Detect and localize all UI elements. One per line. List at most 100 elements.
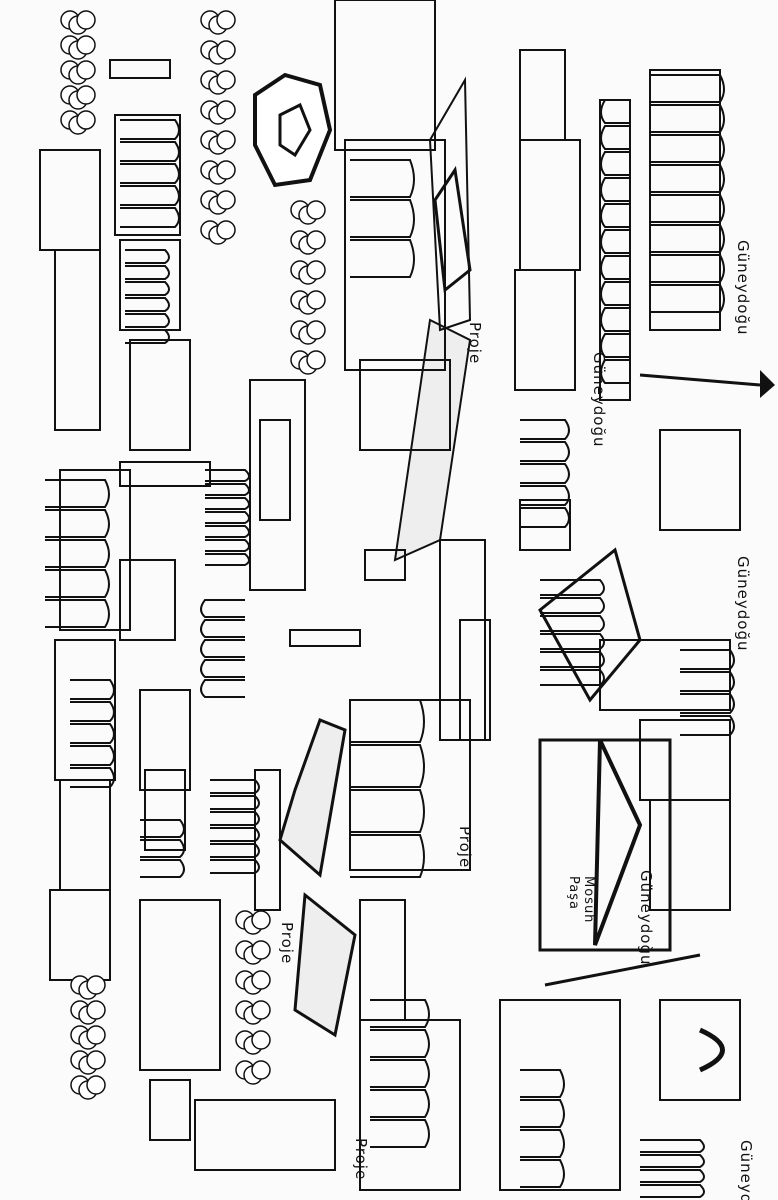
arch: [45, 539, 110, 568]
arch: [200, 659, 245, 678]
arch: [600, 99, 630, 124]
building-outline: [659, 999, 741, 1101]
building-outline: [519, 499, 571, 551]
column: [289, 629, 361, 647]
arch: [350, 744, 425, 788]
building-outline: [39, 149, 101, 251]
octagon-ornament: [433, 165, 472, 293]
arch: [540, 669, 605, 686]
tree-icon: [86, 1025, 106, 1045]
tree-icon: [86, 1075, 106, 1095]
building-outline: [439, 539, 486, 741]
arch: [600, 333, 630, 358]
arch: [205, 483, 250, 496]
arch: [140, 819, 185, 838]
label-region: Güneydoğu: [637, 870, 655, 966]
arch: [125, 313, 170, 328]
arch: [350, 159, 415, 198]
arch: [650, 224, 725, 253]
arch: [600, 151, 630, 176]
arch: [520, 1129, 565, 1158]
tree-icon: [306, 200, 326, 220]
building-outline: [364, 549, 406, 581]
tree-icon: [76, 110, 96, 130]
tree-icon: [216, 220, 236, 240]
tree-icon: [251, 940, 271, 960]
building-outline: [334, 0, 436, 151]
arch: [650, 74, 725, 103]
arch: [680, 649, 735, 670]
arch: [650, 194, 725, 223]
arch: [205, 511, 250, 524]
label-project: Proje: [456, 826, 474, 869]
arch: [640, 1139, 705, 1153]
arch: [600, 229, 630, 254]
building-outline: [139, 689, 191, 791]
arch: [210, 859, 260, 874]
arch: [120, 207, 180, 228]
building-outline: [144, 769, 186, 851]
building-outline: [119, 239, 181, 331]
tree-icon: [216, 130, 236, 150]
dome-arch: [698, 1027, 725, 1073]
mosque: [538, 738, 672, 952]
project-plot: [393, 318, 472, 562]
arch: [680, 693, 735, 714]
building-outline: [359, 359, 451, 451]
arch: [70, 679, 115, 700]
arch: [70, 767, 115, 788]
label-region: Güneydoğu: [734, 240, 752, 336]
arch: [520, 485, 570, 506]
arch: [210, 795, 260, 810]
arch: [650, 164, 725, 193]
arch: [45, 509, 110, 538]
arch: [680, 671, 735, 692]
building-outline: [519, 139, 581, 271]
building-outline: [114, 114, 181, 236]
column: [109, 59, 171, 79]
arch: [205, 525, 250, 538]
building-outline: [359, 1019, 461, 1191]
arch: [125, 281, 170, 296]
arch: [370, 1119, 430, 1148]
arch: [200, 639, 245, 658]
arch: [640, 1154, 705, 1168]
tree-icon: [86, 1050, 106, 1070]
arch: [125, 329, 170, 344]
arch: [650, 284, 725, 313]
arch: [210, 779, 260, 794]
arch: [520, 441, 570, 462]
arch: [600, 359, 630, 384]
tree-icon: [306, 350, 326, 370]
arch: [600, 203, 630, 228]
building-outline: [359, 899, 406, 1021]
label-region: Güneydoğu: [590, 352, 608, 448]
tree-icon: [216, 40, 236, 60]
arch: [600, 307, 630, 332]
building-outline: [139, 899, 221, 1071]
arch: [210, 843, 260, 858]
building-outline: [259, 419, 291, 521]
tree-icon: [306, 260, 326, 280]
column: [119, 461, 211, 487]
label-project: Proje: [352, 1138, 370, 1181]
tree-icon: [306, 290, 326, 310]
arch: [350, 699, 425, 743]
building-outline: [119, 559, 176, 641]
arch: [520, 1069, 565, 1098]
arch: [370, 999, 430, 1028]
arch: [120, 163, 180, 184]
tree-icon: [306, 320, 326, 340]
arch: [600, 281, 630, 306]
mosque-courtyard: [538, 547, 642, 703]
tree-icon: [86, 975, 106, 995]
arch: [125, 249, 170, 264]
arch: [70, 723, 115, 744]
arch: [650, 254, 725, 283]
building-outline: [194, 1099, 336, 1171]
tree-icon: [76, 60, 96, 80]
label-project: Proje: [278, 922, 296, 965]
building-outline: [459, 619, 491, 741]
building-outline: [49, 889, 111, 981]
